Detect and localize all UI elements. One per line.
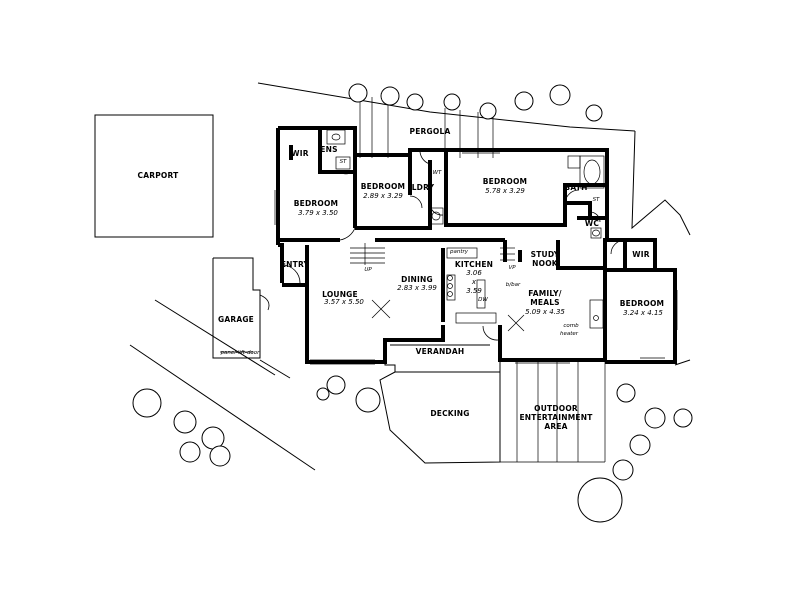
vp-label: VP [508, 265, 516, 271]
dishwasher-label: DW [478, 297, 488, 303]
kitchen-size-x: x [471, 278, 477, 286]
fixtures [326, 129, 605, 332]
bath-label: BATH [564, 183, 588, 192]
pantry-label: pantry [449, 249, 469, 255]
carport-label: CARPORT [137, 171, 179, 180]
outdoor-area-lines [499, 362, 606, 463]
decking-label: DECKING [430, 409, 470, 418]
kitchen-size-1: 3.06 [466, 269, 482, 277]
door-swings [281, 149, 626, 341]
ens-label: ENS [320, 145, 338, 154]
outdoor-area-line1: OUTDOOR [534, 404, 578, 413]
laundry-label: LDRY [411, 183, 435, 192]
garage-outline [212, 257, 261, 359]
entry-steps [350, 243, 515, 265]
windows [274, 152, 678, 365]
bedroom-4-size: 3.24 x 4.15 [623, 309, 663, 317]
carport-outline [94, 114, 214, 238]
bedroom-master-name: BEDROOM [293, 199, 339, 208]
heater-line2: heater [559, 331, 579, 337]
family-meals-size: 5.09 x 4.35 [525, 308, 565, 316]
wt-label: WT [432, 170, 442, 176]
dining-size: 2.83 x 3.99 [397, 284, 437, 292]
garage-label: GARAGE [217, 315, 255, 324]
st-label: ST [339, 159, 347, 165]
bedroom-master-size: 3.79 x 3.50 [298, 209, 338, 217]
outdoor-area-line3: AREA [544, 422, 568, 431]
verandah-label: VERANDAH [415, 347, 465, 356]
entry-label: ENTRY [280, 260, 310, 269]
wir-label: WIR [291, 149, 309, 158]
pergola-label: PERGOLA [409, 127, 451, 136]
bbar-label: b/bar [505, 282, 521, 288]
site-boundary-right [631, 130, 691, 236]
bedroom-3-name: BEDROOM [482, 177, 528, 186]
bedroom-2-size: 2.89 x 3.29 [363, 192, 403, 200]
family-meals-line2: MEALS [530, 298, 560, 307]
family-meals-line1: FAMILY/ [528, 289, 562, 298]
bath-st-label: ST [592, 197, 600, 203]
wc-label: WC [584, 219, 600, 228]
lounge-name: LOUNGE [322, 290, 358, 299]
landscape-trees [132, 83, 693, 523]
lounge-size: 3.57 x 5.50 [324, 298, 364, 306]
kitchen-size-2: 3.59 [466, 287, 482, 295]
dining-name: DINING [401, 275, 433, 284]
garage-door-label: panel-lift-door [220, 350, 260, 356]
up-label: UP [364, 267, 372, 273]
house-walls [276, 126, 677, 364]
wir-2-label: WIR [632, 250, 650, 259]
study-nook-line1: STUDY [530, 250, 560, 259]
site-boundary-top [257, 82, 636, 132]
kitchen-name: KITCHEN [454, 260, 494, 269]
bedroom-4-name: BEDROOM [619, 299, 665, 308]
heater-line1: comb [563, 323, 579, 329]
bedroom-3-size: 5.78 x 3.29 [485, 187, 525, 195]
outdoor-area-line2: ENTERTAINMENT [519, 413, 593, 422]
study-nook-line2: NOOK [532, 259, 558, 268]
bedroom-2-name: BEDROOM [360, 182, 406, 191]
